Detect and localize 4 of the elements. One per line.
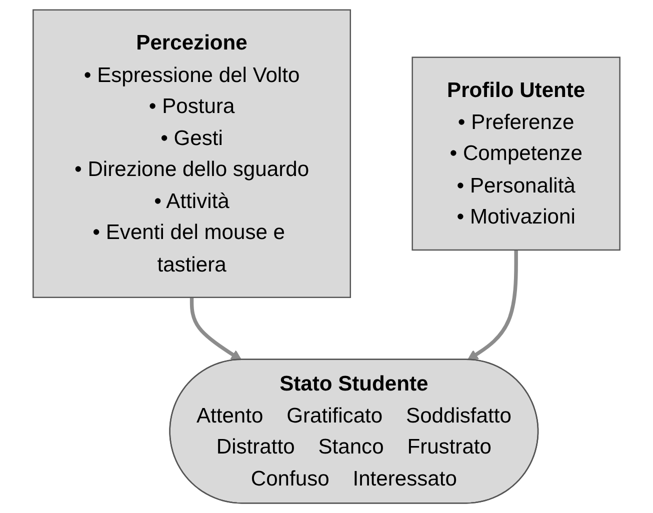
node-box: Percezione • Espressione del Volto • Postura • Gesti • Direzione dello sguardo • Attività • Eventi del mouse e tastiera xyxy=(32,9,351,298)
node-box: Profilo Utente • Preferenze • Competenze • Personalità • Motivazioni xyxy=(412,56,620,251)
arrow xyxy=(467,250,518,360)
arrow xyxy=(190,297,242,360)
